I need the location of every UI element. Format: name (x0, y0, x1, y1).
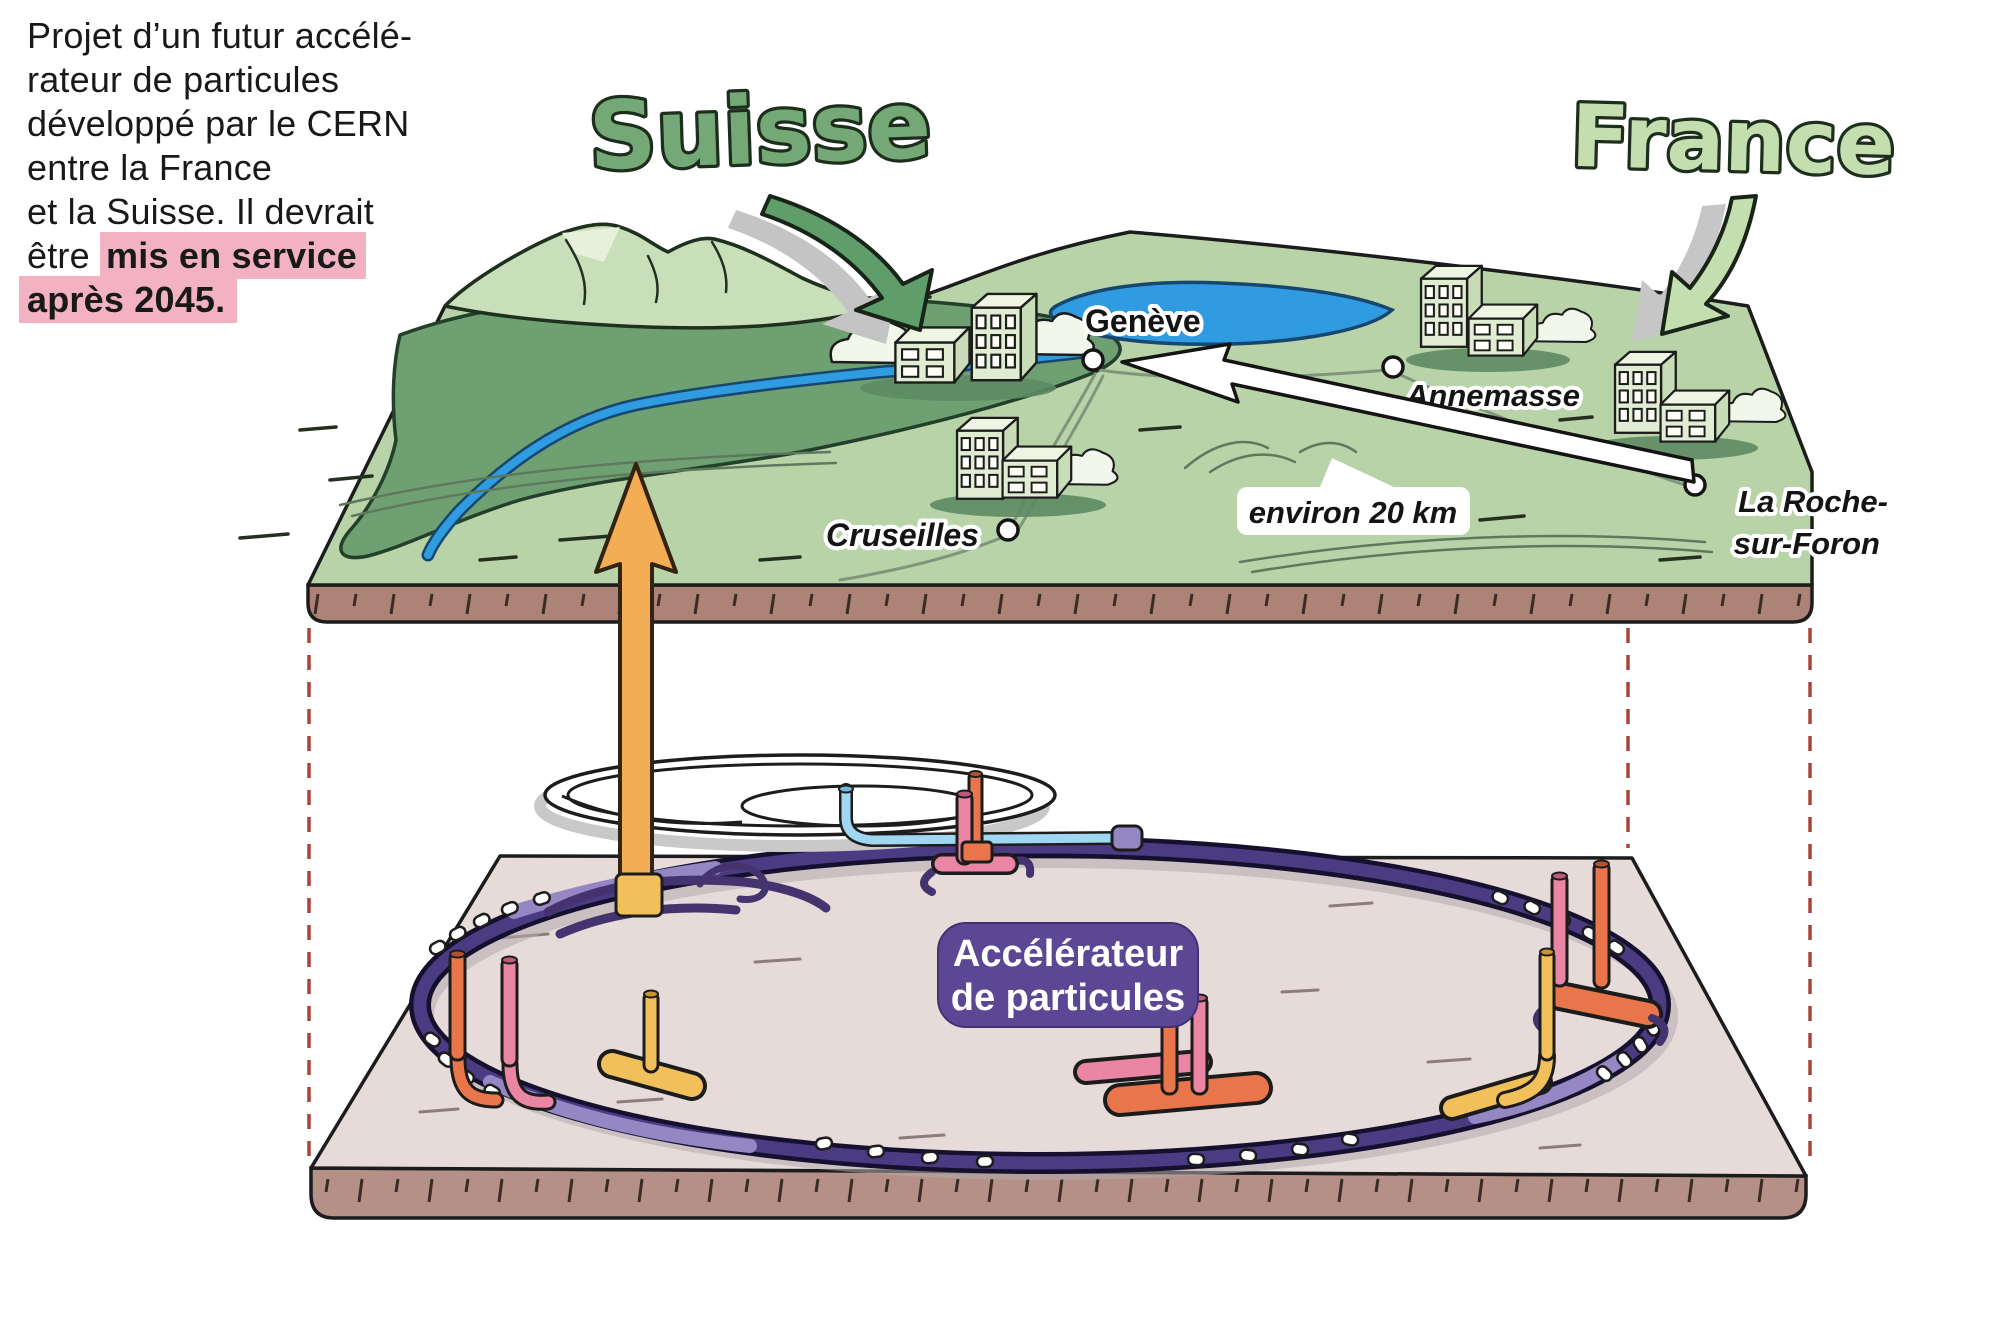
geneve-marker (1081, 348, 1105, 372)
mountains (443, 222, 894, 330)
intro-line: Projet d’un futur accélé- (27, 15, 413, 56)
intro-line-highlighted: après 2045. (19, 276, 487, 323)
surface-map-layer: Genève Annemasse Cruseilles La Roche- su… (238, 194, 1892, 624)
annemasse-marker (1381, 355, 1405, 379)
shaft-left-pair (448, 949, 557, 1111)
intro-line6-prefix: être (27, 235, 101, 276)
intro-highlight-2045: après 2045. (19, 276, 238, 323)
existing-ring-icon (534, 753, 1057, 852)
intro-line-highlighted: être mis en service (27, 232, 487, 279)
intro-line: entre la France (27, 147, 273, 188)
accelerator-label: Accélérateur de particules (937, 922, 1199, 1028)
cruseilles-marker (996, 518, 1020, 542)
distance-label: environ 20 km (1237, 458, 1470, 535)
contour-lines (338, 440, 1714, 574)
surface-soil-edge (306, 583, 1814, 624)
terrain-dashes (238, 295, 1702, 562)
underground-soil-edge (309, 1166, 1808, 1220)
annemasse-label: Annemasse (1405, 378, 1580, 413)
building-shadows (860, 348, 1758, 517)
intro-line: et la Suisse. Il devrait (27, 191, 374, 232)
underground-layer: Accélérateur de particules (309, 753, 1808, 1220)
shaft-top-connector (920, 770, 1035, 896)
ring-injection-connector (543, 862, 831, 939)
suisse-title: Suisse (587, 71, 933, 192)
intro-line: développé par le CERN (27, 103, 410, 144)
accelerator-label-line1: Accélérateur (953, 933, 1183, 975)
cruseilles-label: Cruseilles (826, 517, 979, 553)
intro-line: rateur de particules (27, 59, 340, 100)
france-title: France (1570, 87, 1897, 195)
projection-dashed-lines (307, 628, 1812, 1166)
shaft-bottom-assembly (1073, 993, 1273, 1117)
intro-highlight-service: mis en service (100, 232, 367, 279)
la-roche-label-line1: La Roche- (1738, 484, 1888, 519)
intro-paragraph: Projet d’un futur accélé- rateur de part… (19, 14, 487, 323)
geneve-label: Genève (1085, 303, 1201, 339)
accelerator-label-line2: de particules (951, 977, 1185, 1019)
shaft-right-pair (1533, 859, 1669, 1046)
shaft-yellow-left (597, 989, 707, 1101)
transfer-tube-blue (838, 783, 1144, 852)
suisse-arrow-icon (728, 194, 934, 344)
shaft-yellow-right (1439, 947, 1556, 1121)
la-roche-label-line2: sur-Foron (1734, 526, 1880, 561)
distance-arrow-icon (1120, 342, 1696, 484)
distance-label-text: environ 20 km (1249, 495, 1457, 530)
france-arrow-icon (1632, 194, 1758, 342)
